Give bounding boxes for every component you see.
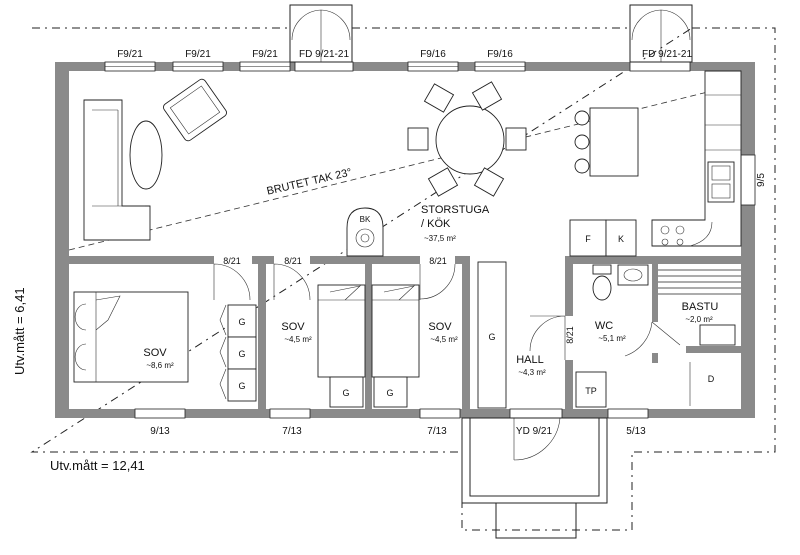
exterior-walls xyxy=(55,62,755,418)
window-label: FD 9/21-21 xyxy=(642,49,692,60)
room-area-hall: ~4,3 m² xyxy=(518,368,546,377)
window-label: F9/16 xyxy=(487,49,513,60)
room-name-bed2: SOV xyxy=(281,321,305,333)
single-bed-2 xyxy=(317,284,366,378)
window-label: 9/5 xyxy=(756,173,767,187)
room-area-bed1: ~8,6 m² xyxy=(146,361,174,370)
room-name-living-2: / KÖK xyxy=(421,218,451,230)
room-area-sauna: ~2,0 m² xyxy=(685,315,713,324)
sofa xyxy=(83,99,151,241)
fridge xyxy=(569,219,607,257)
window-label: F9/21 xyxy=(185,49,211,60)
width-dimension: Utv.mått = 12,41 xyxy=(50,458,145,473)
roof-note: BRUTET TAK 23° xyxy=(266,166,353,197)
wardrobe-label: G xyxy=(238,317,245,327)
sink-icon xyxy=(617,264,649,286)
single-bed-3 xyxy=(371,284,420,378)
outer-dimension-outline xyxy=(30,4,776,531)
wardrobe-label: G xyxy=(386,388,393,398)
toilet-icon xyxy=(592,264,612,301)
room-area-wc: ~5,1 m² xyxy=(598,334,626,343)
window-label: F9/21 xyxy=(252,49,278,60)
room-name-bed3: SOV xyxy=(428,321,452,333)
window-label: F9/21 xyxy=(117,49,143,60)
room-area-bed2: ~4,5 m² xyxy=(284,335,312,344)
bar-counter xyxy=(574,107,639,177)
stove-icon xyxy=(346,207,384,257)
armchair xyxy=(163,78,227,142)
height-dimension: Utv.mått = 6,41 xyxy=(12,287,27,375)
room-area-bed3: ~4,5 m² xyxy=(430,335,458,344)
room-name-sauna: BASTU xyxy=(682,301,719,313)
room-area-living: ~37,5 m² xyxy=(424,234,456,243)
kitchen-counter xyxy=(651,70,742,247)
window-label: 5/13 xyxy=(626,426,646,437)
door-label: 8/21 xyxy=(284,256,302,266)
right-window xyxy=(740,154,756,206)
sauna-benches xyxy=(658,269,741,346)
roof-break-line xyxy=(68,83,741,251)
window-label: FD 9/21-21 xyxy=(299,49,349,60)
shower-label: D xyxy=(708,374,715,384)
fridge-label: F xyxy=(585,234,591,244)
wardrobe-label: G xyxy=(238,349,245,359)
dining-table xyxy=(407,81,527,197)
wardrobe-bed2 xyxy=(329,376,364,408)
double-bed xyxy=(73,291,189,383)
room-name-bed1: SOV xyxy=(143,347,167,359)
door-swings xyxy=(213,263,681,461)
coffee-table xyxy=(129,120,163,190)
balcony-door-left xyxy=(289,4,353,63)
room-name-wc: WC xyxy=(595,320,613,332)
wardrobe-label: G xyxy=(488,332,495,342)
stove-label: BK xyxy=(360,215,371,224)
wardrobe-label: G xyxy=(238,381,245,391)
balcony-door-right xyxy=(629,4,693,63)
door-label: 8/21 xyxy=(565,326,575,344)
room-name-living: STORSTUGA xyxy=(421,204,490,216)
window-label: 7/13 xyxy=(427,426,447,437)
bottom-windows xyxy=(134,408,649,419)
bedroom1-wardrobes xyxy=(219,304,257,402)
window-label: F9/16 xyxy=(420,49,446,60)
dryer-label: TP xyxy=(585,386,597,396)
door-label: 8/21 xyxy=(429,256,447,266)
kitchen-unit xyxy=(605,219,637,257)
window-label: YD 9/21 xyxy=(516,426,553,437)
window-label: 9/13 xyxy=(150,426,170,437)
kitchen-unit-label: K xyxy=(618,234,624,244)
hall-wardrobe xyxy=(477,261,507,409)
door-label: 8/21 xyxy=(223,256,241,266)
interior-walls xyxy=(69,256,741,418)
wardrobe-label: G xyxy=(342,388,349,398)
entry-porch xyxy=(461,417,608,539)
dryer-cabinet xyxy=(575,371,607,408)
room-name-hall: HALL xyxy=(516,354,544,366)
window-label: 7/13 xyxy=(282,426,302,437)
wardrobe-bed3 xyxy=(373,376,408,408)
